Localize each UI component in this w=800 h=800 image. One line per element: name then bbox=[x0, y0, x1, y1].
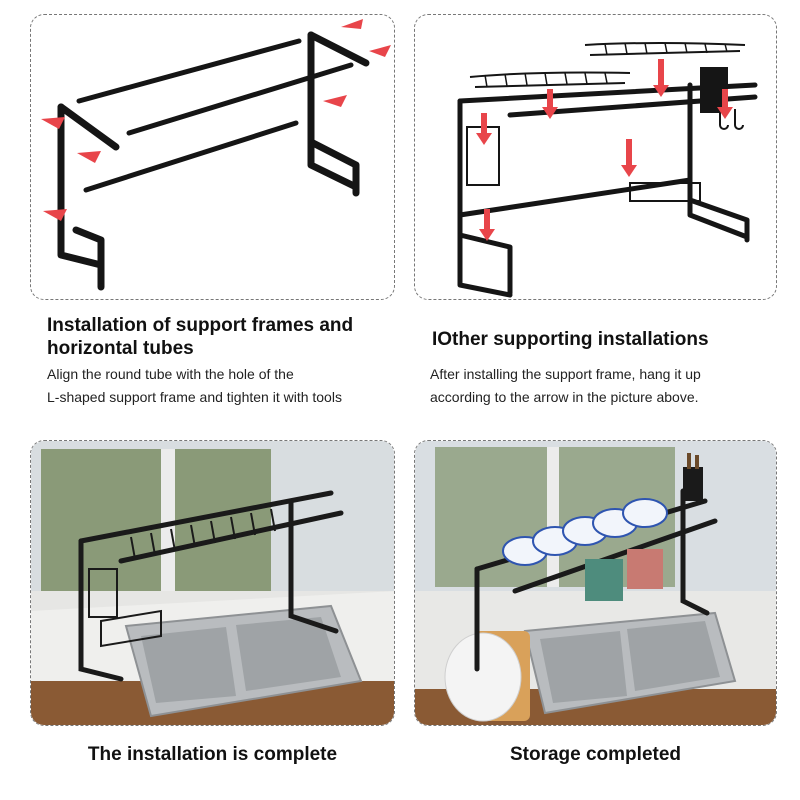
step2-heading-text: IOther supporting installations bbox=[432, 329, 709, 350]
storage-completed-photo bbox=[414, 440, 777, 726]
frame-tubes-diagram-panel bbox=[30, 14, 395, 300]
step1-heading-line2: horizontal tubes bbox=[47, 338, 194, 359]
storage-completed-illustration bbox=[415, 441, 776, 725]
installed-caption: The installation is complete bbox=[87, 744, 338, 765]
step1-description: Align the round tube with the hole of th… bbox=[47, 363, 342, 409]
accessories-diagram-panel bbox=[414, 14, 777, 300]
frame-tubes-diagram bbox=[41, 19, 391, 291]
installed-rack-illustration bbox=[31, 441, 394, 725]
step2-heading: IOther supporting installations bbox=[432, 328, 709, 351]
step1-description-line1: Align the round tube with the hole of th… bbox=[47, 366, 294, 382]
step1-heading-line1: Installation of support frames and bbox=[47, 315, 354, 336]
installed-rack-photo bbox=[30, 440, 395, 726]
step2-description-line1: After installing the support frame, hang… bbox=[430, 366, 701, 382]
step1-description-line2: L-shaped support frame and tighten it wi… bbox=[47, 389, 342, 405]
step2-description-line2: according to the arrow in the picture ab… bbox=[430, 389, 699, 405]
accessories-diagram bbox=[457, 42, 758, 298]
step2-description: After installing the support frame, hang… bbox=[430, 363, 701, 409]
step1-heading: Installation of support frames and horiz… bbox=[47, 314, 353, 360]
storage-caption: Storage completed bbox=[509, 744, 682, 765]
